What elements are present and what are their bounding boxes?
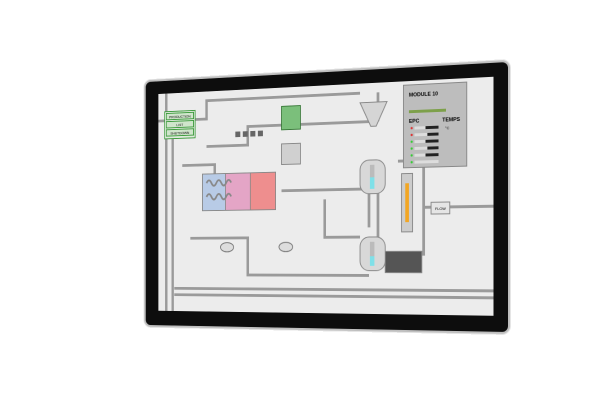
module-title: MODULE 10 [409, 91, 438, 99]
alarm-list[interactable] [385, 251, 422, 272]
pump-units [220, 242, 292, 252]
module-panel: MODULE 10 EPC TEMPS °C [403, 82, 466, 168]
left-control-panel: PRODUCTION LIST SHUTDOWN [165, 110, 195, 139]
epc-header: EPC [409, 118, 420, 125]
process-diagram: PRODUCTION LIST SHUTDOWN [158, 77, 493, 316]
panel-pc-monitor: PRODUCTION LIST SHUTDOWN [146, 62, 508, 332]
flow-label: FLOW [435, 207, 446, 211]
list-label: LIST [176, 123, 183, 127]
scada-screen: PRODUCTION LIST SHUTDOWN [158, 77, 493, 316]
temps-header: TEMPS [442, 117, 460, 124]
cooling-coils [235, 106, 300, 166]
shutdown-label: SHUTDOWN [170, 131, 189, 136]
temp-unit: °C [445, 126, 450, 130]
heat-exchanger-tank [202, 172, 275, 211]
